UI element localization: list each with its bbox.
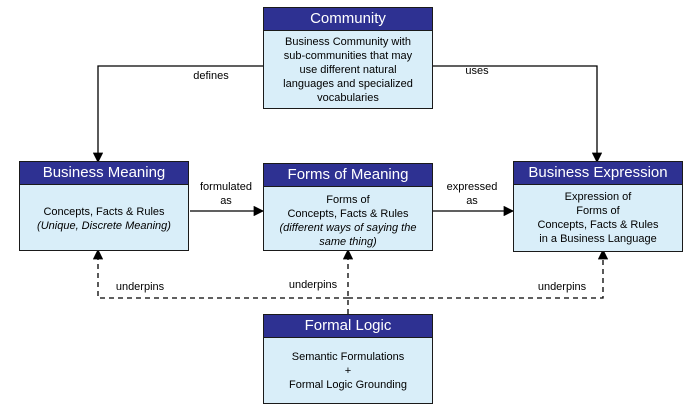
formal-logic-description: Semantic Formulations + Formal Logic Gro… xyxy=(264,338,432,392)
forms-of-meaning-line: Concepts, Facts & Rules xyxy=(287,208,409,220)
community-line: sub-communities that may xyxy=(283,50,413,62)
expressed-label: expressed xyxy=(446,181,498,193)
business-meaning-box: Business Meaning Concepts, Facts & Rules… xyxy=(19,161,189,251)
business-expression-line: in a Business Language xyxy=(539,233,657,245)
business-expression-line: Concepts, Facts & Rules xyxy=(537,219,659,231)
formulated-label: formulated xyxy=(200,181,252,193)
formal-logic-line: + xyxy=(344,365,352,377)
business-meaning-line: Concepts, Facts & Rules xyxy=(43,206,165,218)
formal-logic-title: Formal Logic xyxy=(264,315,432,338)
community-line: use different natural xyxy=(299,64,397,76)
community-line: vocabularies xyxy=(317,92,379,104)
community-box: Community Business Community with sub-co… xyxy=(263,7,433,109)
defines-arrow xyxy=(92,65,264,164)
underpins-left-label: underpins xyxy=(115,281,165,293)
expressed-as-label: as xyxy=(466,195,478,207)
formal-logic-box: Formal Logic Semantic Formulations + For… xyxy=(263,314,433,404)
uses-arrow xyxy=(432,65,603,164)
business-expression-line: Forms of xyxy=(576,205,620,217)
community-line: languages and specialized xyxy=(283,78,413,90)
business-meaning-description: Concepts, Facts & Rules (Unique, Discret… xyxy=(20,185,188,233)
underpins-mid-label: underpins xyxy=(288,279,338,291)
business-expression-title: Business Expression xyxy=(514,162,682,185)
forms-of-meaning-line: (different ways of saying the xyxy=(279,222,417,234)
forms-of-meaning-line: Forms of xyxy=(326,194,370,206)
forms-of-meaning-description: Forms of Concepts, Facts & Rules (differ… xyxy=(264,187,432,249)
formal-logic-line: Formal Logic Grounding xyxy=(288,379,407,391)
underpins-right-arrow xyxy=(348,248,609,299)
business-meaning-line: (Unique, Discrete Meaning) xyxy=(37,220,171,232)
defines-label: defines xyxy=(193,70,229,82)
community-description: Business Community with sub-communities … xyxy=(264,31,432,105)
uses-label: uses xyxy=(465,65,489,77)
underpins-right-label: underpins xyxy=(537,281,587,293)
forms-of-meaning-box: Forms of Meaning Forms of Concepts, Fact… xyxy=(263,163,433,251)
business-expression-box: Business Expression Expression of Forms … xyxy=(513,161,683,252)
community-line: Business Community with xyxy=(285,36,411,48)
formal-logic-line: Semantic Formulations xyxy=(291,351,405,363)
community-title: Community xyxy=(264,8,432,31)
business-expression-description: Expression of Forms of Concepts, Facts &… xyxy=(514,185,682,246)
underpins-left-arrow xyxy=(92,248,348,299)
business-expression-line: Expression of xyxy=(564,191,632,203)
business-meaning-title: Business Meaning xyxy=(20,162,188,185)
forms-of-meaning-title: Forms of Meaning xyxy=(264,164,432,187)
formulated-as-label: as xyxy=(220,195,232,207)
forms-of-meaning-line: same thing) xyxy=(319,236,377,248)
